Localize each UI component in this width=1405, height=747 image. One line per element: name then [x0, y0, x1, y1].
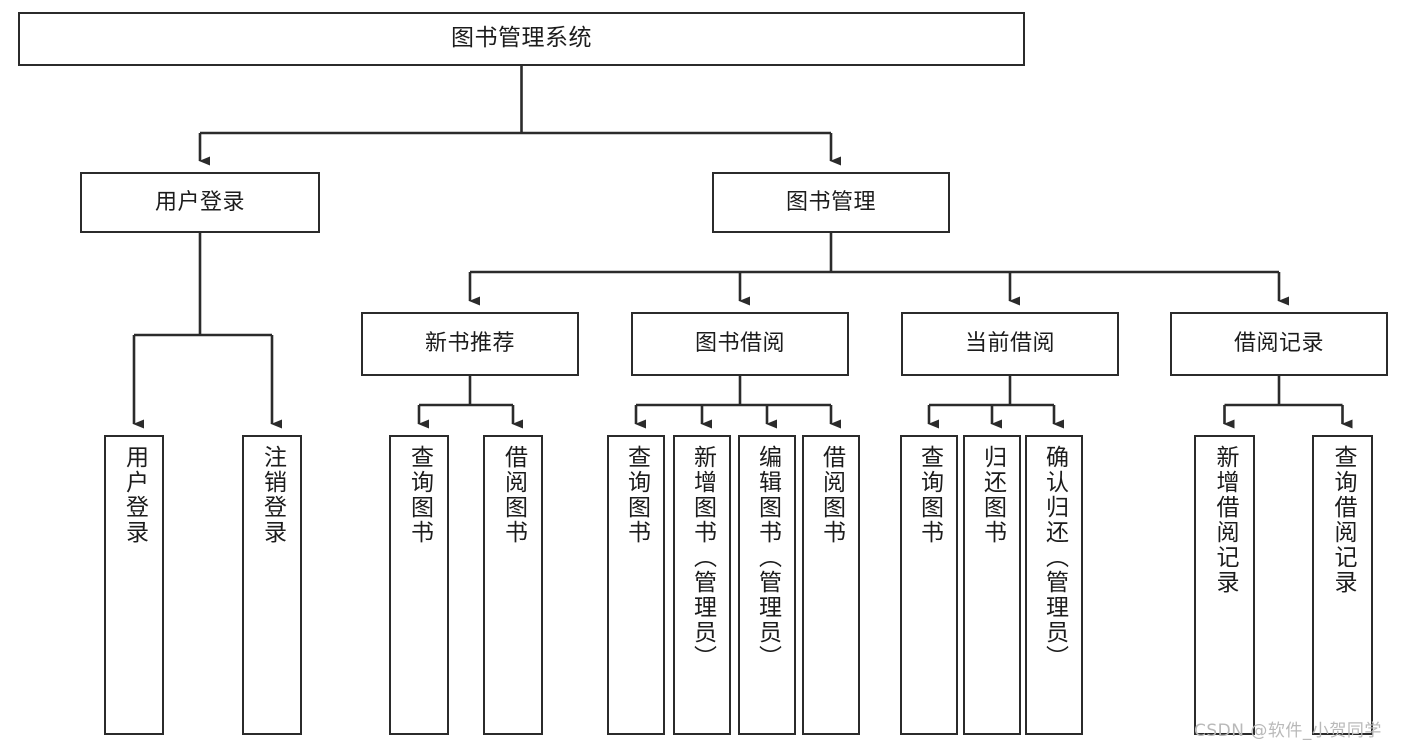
- node-leaf-query-1[interactable]: 查询图书: [389, 435, 449, 735]
- node-label: 借阅图书: [500, 445, 527, 545]
- node-user-login[interactable]: 用户登录: [80, 172, 320, 233]
- node-leaf-edit-book[interactable]: 编辑图书（管理员）: [738, 435, 796, 735]
- node-label: 编辑图书（管理员）: [754, 445, 781, 670]
- node-leaf-add-rec[interactable]: 新增借阅记录: [1194, 435, 1255, 735]
- node-label: 查询借阅记录: [1330, 445, 1356, 595]
- node-label: 图书借阅: [694, 331, 785, 357]
- node-label: 新增图书（管理员）: [689, 445, 716, 670]
- node-new-book-rec[interactable]: 新书推荐: [361, 312, 579, 376]
- node-leaf-confirm[interactable]: 确认归还（管理员）: [1025, 435, 1083, 735]
- node-current-borrow[interactable]: 当前借阅: [901, 312, 1119, 376]
- node-label: 借阅记录: [1233, 331, 1324, 357]
- node-leaf-add-book[interactable]: 新增图书（管理员）: [673, 435, 731, 735]
- node-label: 查询图书: [916, 445, 943, 545]
- node-leaf-borrow-1[interactable]: 借阅图书: [483, 435, 543, 735]
- node-leaf-return[interactable]: 归还图书: [963, 435, 1021, 735]
- node-leaf-query-rec[interactable]: 查询借阅记录: [1312, 435, 1373, 735]
- node-label: 查询图书: [406, 445, 433, 545]
- node-book-manage[interactable]: 图书管理: [712, 172, 950, 233]
- node-label: 确认归还（管理员）: [1041, 445, 1068, 670]
- node-leaf-query-3[interactable]: 查询图书: [900, 435, 958, 735]
- node-label: 当前借阅: [964, 331, 1055, 357]
- node-leaf-user-login[interactable]: 用户登录: [104, 435, 164, 735]
- node-label: 用户登录: [154, 189, 245, 215]
- node-leaf-query-2[interactable]: 查询图书: [607, 435, 665, 735]
- node-label: 图书管理系统: [451, 25, 592, 52]
- node-label: 图书管理: [785, 189, 876, 215]
- node-label: 用户登录: [121, 445, 148, 545]
- node-book-borrow[interactable]: 图书借阅: [631, 312, 849, 376]
- node-label: 新增借阅记录: [1212, 445, 1238, 595]
- node-borrow-record[interactable]: 借阅记录: [1170, 312, 1388, 376]
- node-label: 新书推荐: [424, 331, 515, 357]
- node-label: 注销登录: [259, 445, 286, 545]
- node-label: 查询图书: [623, 445, 650, 545]
- node-label: 借阅图书: [818, 445, 845, 545]
- node-leaf-borrow-2[interactable]: 借阅图书: [802, 435, 860, 735]
- node-label: 归还图书: [979, 445, 1006, 545]
- node-leaf-logout[interactable]: 注销登录: [242, 435, 302, 735]
- node-root[interactable]: 图书管理系统: [18, 12, 1025, 66]
- csdn-watermark: CSDN @软件_小贺同学: [1194, 721, 1382, 741]
